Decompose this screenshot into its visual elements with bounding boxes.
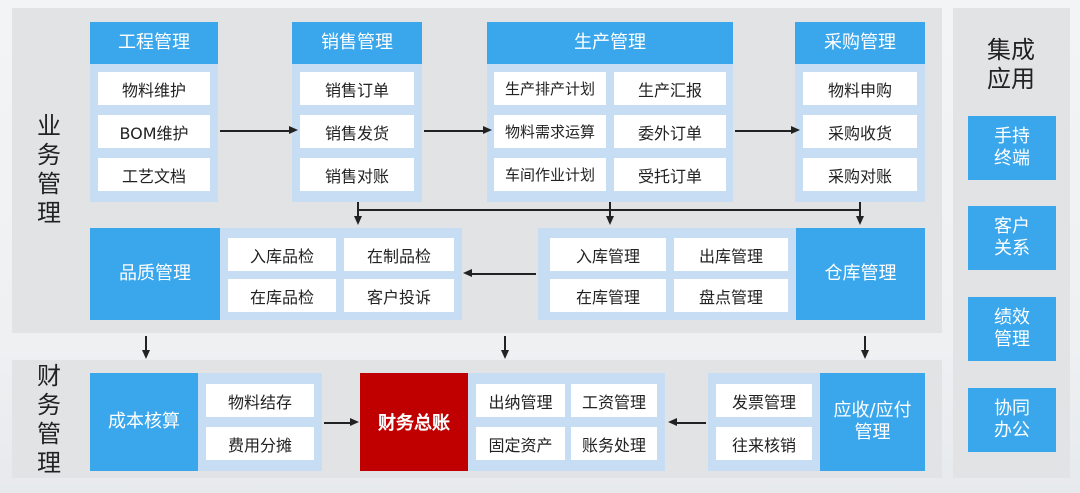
flow-arrow-head [483, 126, 492, 134]
flow-arrow-line [357, 202, 359, 219]
production-item: 生产排产计划 [494, 72, 606, 105]
purchase-module-title: 采购管理 [795, 22, 925, 64]
flow-arrow-line [470, 273, 536, 275]
engineering-item: BOM维护 [98, 115, 210, 148]
flow-arrow-head [861, 350, 869, 359]
quality-item: 入库品检 [228, 238, 336, 271]
ledger-item: 出纳管理 [476, 384, 565, 417]
production-item: 车间作业计划 [494, 158, 606, 191]
purchase-item: 采购收货 [803, 115, 917, 148]
business-section-label: 业务管理 [37, 112, 61, 227]
engineering-item: 物料维护 [98, 72, 210, 105]
purchase-item: 物料申购 [803, 72, 917, 105]
integration-item-crm: 客户关系 [968, 206, 1056, 270]
flow-arrow-head [856, 216, 864, 225]
integration-item-handheld: 手持终端 [968, 116, 1056, 180]
quality-item: 在库品检 [228, 279, 336, 312]
warehouse-item: 盘点管理 [674, 279, 788, 312]
ar-ap-item: 往来核销 [716, 427, 812, 460]
ledger-module-title: 财务总账 [360, 373, 468, 471]
production-item: 受托订单 [614, 158, 726, 191]
warehouse-module-title: 仓库管理 [796, 228, 925, 320]
flow-arrow-head [463, 269, 472, 277]
flow-arrow-line [424, 130, 486, 132]
flow-arrow-head [668, 418, 677, 426]
quality-item: 在制品检 [344, 238, 454, 271]
production-item: 委外订单 [614, 115, 726, 148]
flow-arrow-head [142, 350, 150, 359]
sales-item: 销售对账 [300, 158, 414, 191]
production-module-title: 生产管理 [487, 22, 733, 64]
warehouse-item: 出库管理 [674, 238, 788, 271]
quality-item: 客户投诉 [344, 279, 454, 312]
flow-bus-line [357, 209, 860, 211]
sales-item: 销售发货 [300, 115, 414, 148]
quality-module-title: 品质管理 [90, 228, 220, 320]
flow-arrow-head [606, 216, 614, 225]
integration-item-performance: 绩效管理 [968, 297, 1056, 361]
ar-ap-module-title: 应收/应付管理 [820, 373, 925, 471]
flow-arrow-line [220, 130, 292, 132]
flow-arrow-line [864, 336, 866, 352]
ledger-item: 工资管理 [571, 384, 657, 417]
flow-arrow-line [676, 422, 706, 424]
flow-arrow-line [504, 336, 506, 352]
flow-arrow-head [791, 126, 800, 134]
cost-item: 物料结存 [206, 384, 314, 417]
ledger-item: 账务处理 [571, 427, 657, 460]
ar-ap-item: 发票管理 [716, 384, 812, 417]
flow-arrow-line [145, 336, 147, 352]
flow-arrow-line [859, 202, 861, 219]
warehouse-item: 在库管理 [550, 279, 666, 312]
sales-module-title: 销售管理 [292, 22, 422, 64]
warehouse-item: 入库管理 [550, 238, 666, 271]
cost-module-title: 成本核算 [90, 373, 198, 471]
sales-item: 销售订单 [300, 72, 414, 105]
flow-arrow-line [324, 422, 352, 424]
flow-arrow-head [354, 216, 362, 225]
flow-arrow-head [289, 126, 298, 134]
production-item: 生产汇报 [614, 72, 726, 105]
flow-arrow-line [609, 202, 611, 219]
integration-title: 集成应用 [987, 36, 1035, 93]
purchase-item: 采购对账 [803, 158, 917, 191]
cost-item: 费用分摊 [206, 427, 314, 460]
production-item: 物料需求运算 [494, 115, 606, 148]
flow-arrow-head [350, 418, 359, 426]
integration-item-office: 协同办公 [968, 388, 1056, 452]
engineering-module-title: 工程管理 [90, 22, 218, 64]
flow-arrow-head [501, 350, 509, 359]
engineering-item: 工艺文档 [98, 158, 210, 191]
ledger-item: 固定资产 [476, 427, 565, 460]
flow-arrow-line [735, 130, 794, 132]
finance-section-label: 财务管理 [37, 362, 61, 477]
